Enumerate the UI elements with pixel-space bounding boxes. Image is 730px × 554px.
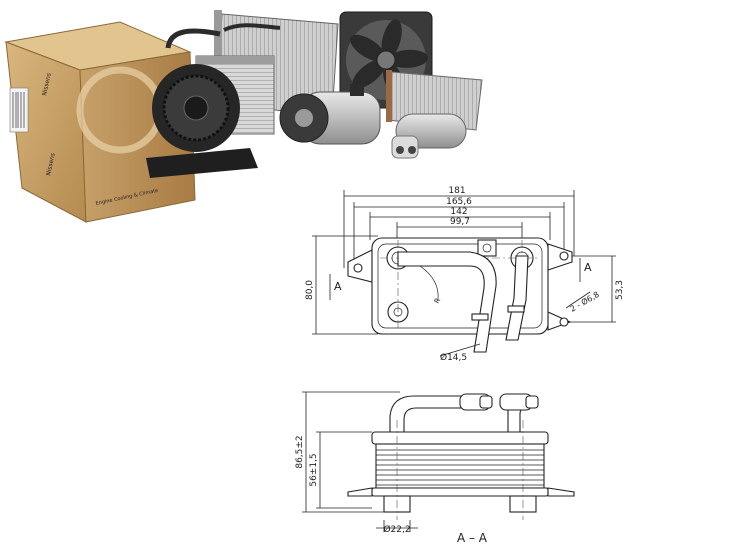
dim-pipe-diameter: Ø14,5 <box>440 352 467 363</box>
section-markers: A A <box>329 258 592 300</box>
section-mark-left: A <box>334 280 342 293</box>
receiver-drier <box>391 113 467 159</box>
vertical-dims: 80,0 53,3 <box>305 235 625 335</box>
section-caption: A – A <box>457 531 488 545</box>
dim-core-height: 56±1,5 <box>309 453 319 486</box>
dim-total-height: 86,5±2 <box>295 435 305 468</box>
dim-hole: 2 - Ø6,8 <box>568 289 601 314</box>
dim-port-diameter: Ø22,2 <box>383 524 410 535</box>
blower-motor <box>146 64 258 178</box>
dim-side-height: 53,3 <box>615 280 625 300</box>
pipes-top: R <box>397 251 529 353</box>
dim-mount-spacing: 165,6 <box>446 197 472 207</box>
cooler-core-section <box>347 420 575 520</box>
top-view-drawing: 181 165,6 142 99,7 80,0 53,3 A A <box>305 186 625 363</box>
barcode-label <box>9 87 29 133</box>
dim-port-inner: 99,7 <box>450 217 470 227</box>
dim-port-outer: 142 <box>450 207 467 217</box>
dim-height: 80,0 <box>305 280 315 300</box>
ac-compressor <box>279 84 381 145</box>
section-mark-right: A <box>584 261 592 274</box>
pipes-section <box>389 393 539 437</box>
dim-bend-radius: R <box>433 297 442 305</box>
section-view-drawing: 86,5±2 56±1,5 <box>295 391 575 545</box>
product-photo: Nissens Nissens Engine Cooling & Climate <box>4 10 483 223</box>
box-brand-top: Nissens <box>41 72 53 96</box>
horizontal-dims: 181 165,6 142 99,7 <box>343 186 575 268</box>
dim-overall-width: 181 <box>448 186 465 196</box>
box-brand-side: Nissens <box>45 152 57 176</box>
